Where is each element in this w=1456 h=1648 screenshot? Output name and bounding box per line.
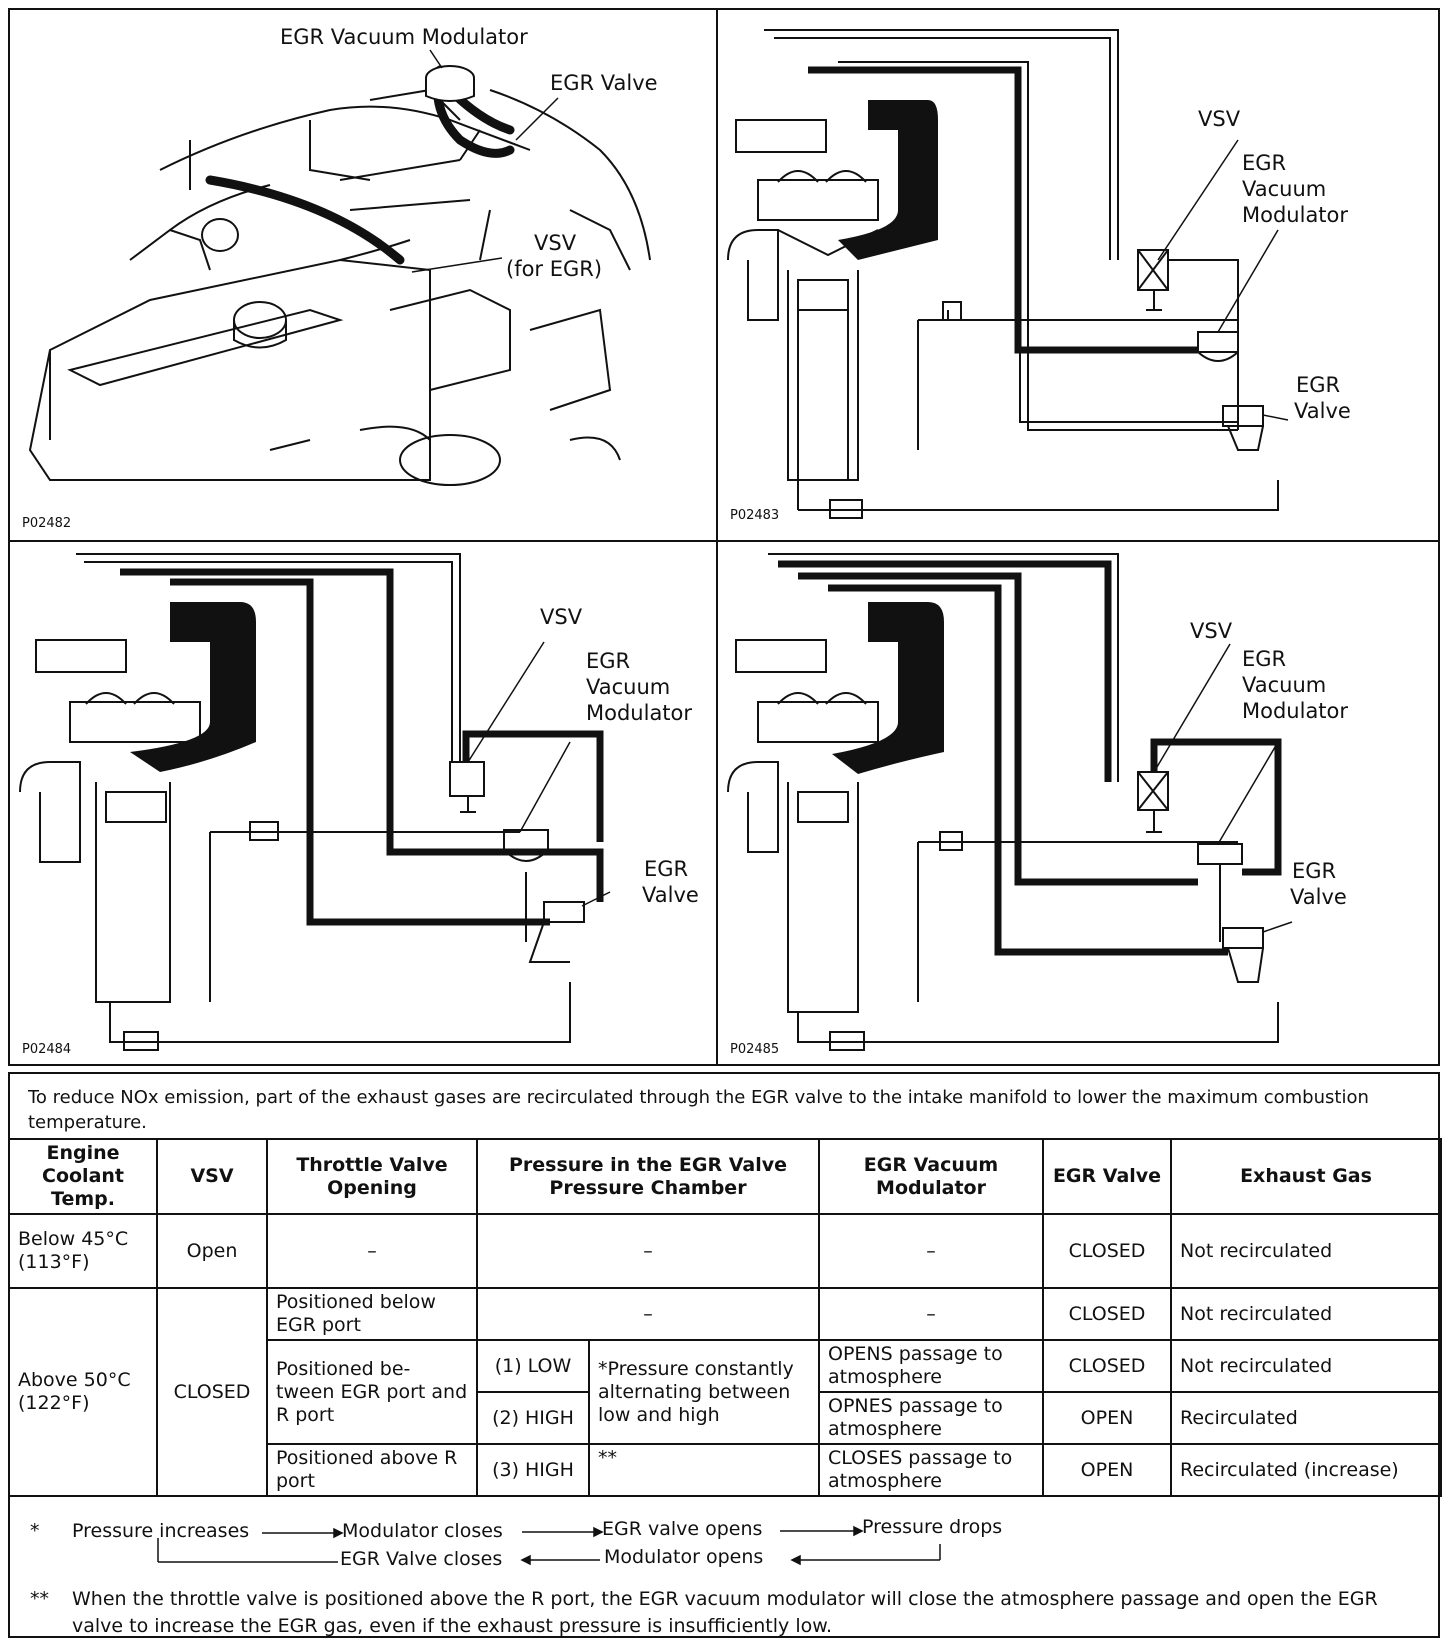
figure-code: P02482	[22, 516, 72, 531]
cell-modulator: CLOSES passage to atmosphere	[818, 1443, 1044, 1497]
egr-circuit-diagram	[19, 553, 611, 1051]
cell-exhaust-gas: Recirculated	[1170, 1391, 1442, 1445]
cell-exhaust-gas: Not recirculated	[1170, 1287, 1442, 1341]
flow-modulator-opens: Modulator opens	[604, 1546, 764, 1568]
cell-throttle: –	[266, 1213, 478, 1289]
cell-temp: Above 50°C (122°F)	[8, 1287, 158, 1497]
diagram-panel-4: VSV EGR Vacuum Modulator EGR Valve P0248…	[716, 540, 1440, 1066]
cell-temp: Below 45°C (113°F)	[8, 1213, 158, 1289]
label-egr-valve: EGR Valve	[550, 71, 658, 95]
figure-code: P02484	[22, 1042, 72, 1057]
figure-code: P02485	[730, 1042, 780, 1057]
header-throttle: Throttle Valve Opening	[266, 1138, 478, 1215]
cell-pressure-level: (1) LOW	[476, 1339, 590, 1393]
diagram-panel-engine: EGR Vacuum Modulator EGR Valve VSV (for …	[8, 8, 718, 542]
table-row: Above 50°C (122°F) CLOSED Positioned bel…	[8, 1287, 1442, 1497]
label-vsv-for-egr: (for EGR)	[506, 257, 603, 281]
cell-egr-valve: OPEN	[1042, 1443, 1172, 1497]
label-egr-valve-1: EGR	[1296, 373, 1341, 397]
label-egr-valve-2: Valve	[642, 883, 699, 907]
label-vsv: VSV	[540, 605, 583, 629]
cell-modulator: –	[818, 1213, 1044, 1289]
table-header-row: Engine Coolant Temp. VSV Throttle Valve …	[8, 1138, 1442, 1215]
table-row: Below 45°C (113°F) Open – – – CLOSED Not…	[8, 1213, 1442, 1289]
label-egr-valve-1: EGR	[644, 857, 689, 881]
cell-pressure-note: *Pressure constantly alternating between…	[588, 1339, 820, 1445]
header-exhaust-gas: Exhaust Gas	[1170, 1138, 1442, 1215]
cell-throttle: Positioned above R port	[266, 1443, 478, 1497]
cell-pressure-level: (3) HIGH	[476, 1443, 590, 1497]
label-egr-valve-2: Valve	[1290, 885, 1347, 909]
footnote-2-text: When the throttle valve is positioned ab…	[72, 1588, 1378, 1637]
header-pressure: Pressure in the EGR Valve Pressure Chamb…	[476, 1138, 820, 1215]
cell-throttle: Positioned below EGR port	[266, 1287, 478, 1341]
flow-pressure-increases: Pressure increases	[72, 1520, 250, 1542]
cell-pressure-level: (2) HIGH	[476, 1391, 590, 1445]
cell-throttle: Positioned be- tween EGR port and R port	[266, 1339, 478, 1445]
label-vacuum: Vacuum	[586, 675, 671, 699]
cell-modulator: OPNES passage to atmosphere	[818, 1391, 1044, 1445]
flow-egr-valve-opens: EGR valve opens	[602, 1518, 763, 1540]
cell-exhaust-gas: Recirculated (increase)	[1170, 1443, 1442, 1497]
label-egr-valve-1: EGR	[1292, 859, 1337, 883]
header-modulator: EGR Vacuum Modulator	[818, 1138, 1044, 1215]
egr-operation-table: Engine Coolant Temp. VSV Throttle Valve …	[8, 1138, 1442, 1497]
label-vacuum: Vacuum	[1242, 177, 1327, 201]
label-vacuum: Vacuum	[1242, 673, 1327, 697]
cell-exhaust-gas: Not recirculated	[1170, 1339, 1442, 1393]
egr-circuit-diagram	[727, 29, 1289, 519]
cell-modulator: –	[818, 1287, 1044, 1341]
table-row: Positioned above R port (3) HIGH ** CLOS…	[9, 1443, 1442, 1497]
label-egr-valve-2: Valve	[1294, 399, 1351, 423]
cell-vsv: CLOSED	[156, 1287, 268, 1497]
cell-egr-valve: CLOSED	[1042, 1287, 1172, 1341]
engine-illustration	[28, 49, 651, 486]
label-vsv: VSV	[1190, 619, 1233, 643]
label-egr: EGR	[1242, 647, 1287, 671]
cell-egr-valve: CLOSED	[1042, 1339, 1172, 1393]
footnote-2-mark: **	[30, 1588, 49, 1610]
label-modulator: Modulator	[1242, 699, 1349, 723]
label-vsv: VSV	[1198, 107, 1241, 131]
cell-pressure: –	[476, 1213, 820, 1289]
flow-pressure-drops: Pressure drops	[862, 1516, 1003, 1538]
flow-modulator-closes: Modulator closes	[342, 1520, 503, 1542]
cell-egr-valve: OPEN	[1042, 1391, 1172, 1445]
cell-exhaust-gas: Not recirculated	[1170, 1213, 1442, 1289]
cell-egr-valve: CLOSED	[1042, 1213, 1172, 1289]
header-coolant-temp: Engine Coolant Temp.	[8, 1138, 158, 1215]
egr-circuit-diagram	[727, 553, 1293, 1051]
table-row: Positioned be- tween EGR port and R port…	[9, 1339, 1442, 1445]
label-vsv: VSV	[534, 231, 577, 255]
diagram-panel-2: VSV EGR Vacuum Modulator EGR Valve P0248…	[716, 8, 1440, 542]
label-egr: EGR	[586, 649, 631, 673]
header-egr-valve: EGR Valve	[1042, 1138, 1172, 1215]
intro-text: To reduce NOx emission, part of the exha…	[28, 1087, 1369, 1133]
footnote-mark: *	[30, 1520, 40, 1542]
label-modulator: Modulator	[586, 701, 693, 725]
cell-pressure: –	[476, 1287, 820, 1341]
label-modulator: Modulator	[1242, 203, 1349, 227]
cell-vsv: Open	[156, 1213, 268, 1289]
cell-modulator: OPENS passage to atmosphere	[818, 1339, 1044, 1393]
label-egr: EGR	[1242, 151, 1287, 175]
cell-pressure-note: **	[588, 1443, 820, 1497]
figure-code: P02483	[730, 508, 780, 523]
table-row: (2) HIGH OPNES passage to atmosphere OPE…	[9, 1391, 1442, 1445]
label-egr-vacuum-modulator: EGR Vacuum Modulator	[280, 25, 528, 49]
header-vsv: VSV	[156, 1138, 268, 1215]
flow-egr-valve-closes: EGR Valve closes	[340, 1548, 503, 1570]
